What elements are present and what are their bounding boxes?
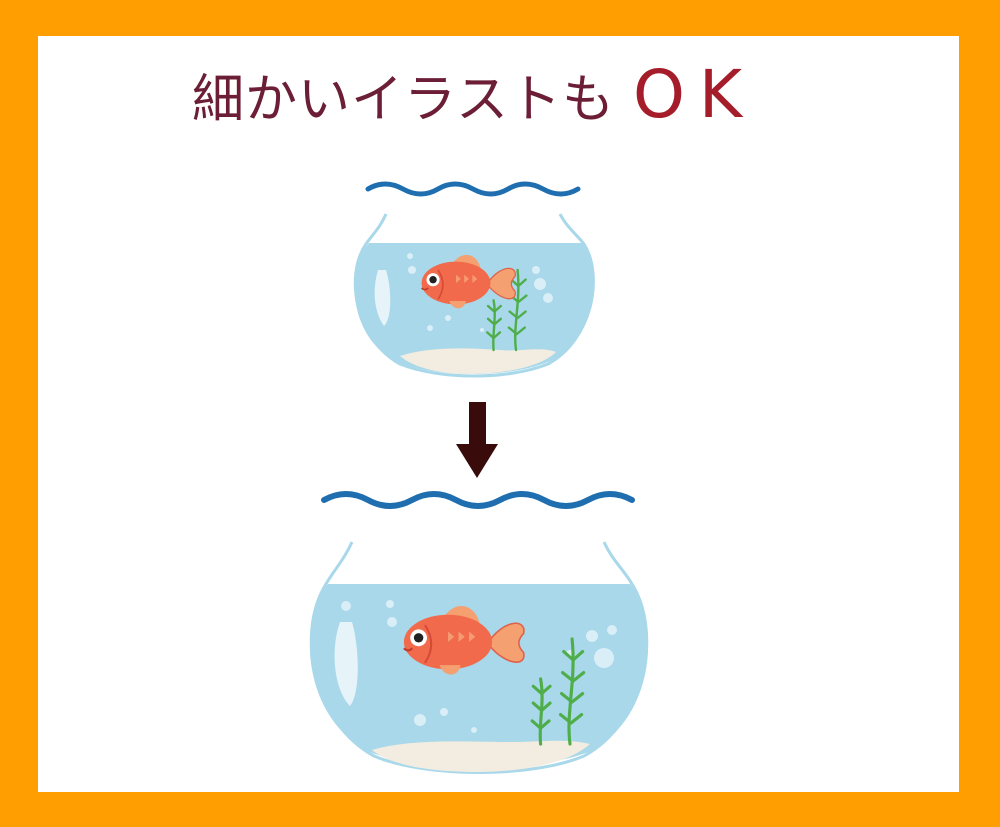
title-main-text: 細かいイラストも xyxy=(192,70,615,130)
down-arrow-icon xyxy=(456,402,498,478)
large-bowl-group xyxy=(309,491,649,774)
title-accent-text: OK xyxy=(632,56,757,133)
wave-icon xyxy=(365,181,581,197)
wave-icon xyxy=(321,491,635,509)
small-bowl-group xyxy=(353,181,595,378)
goldfish-bowl-icon xyxy=(353,213,595,378)
goldfish-bowl-icon xyxy=(309,541,649,774)
